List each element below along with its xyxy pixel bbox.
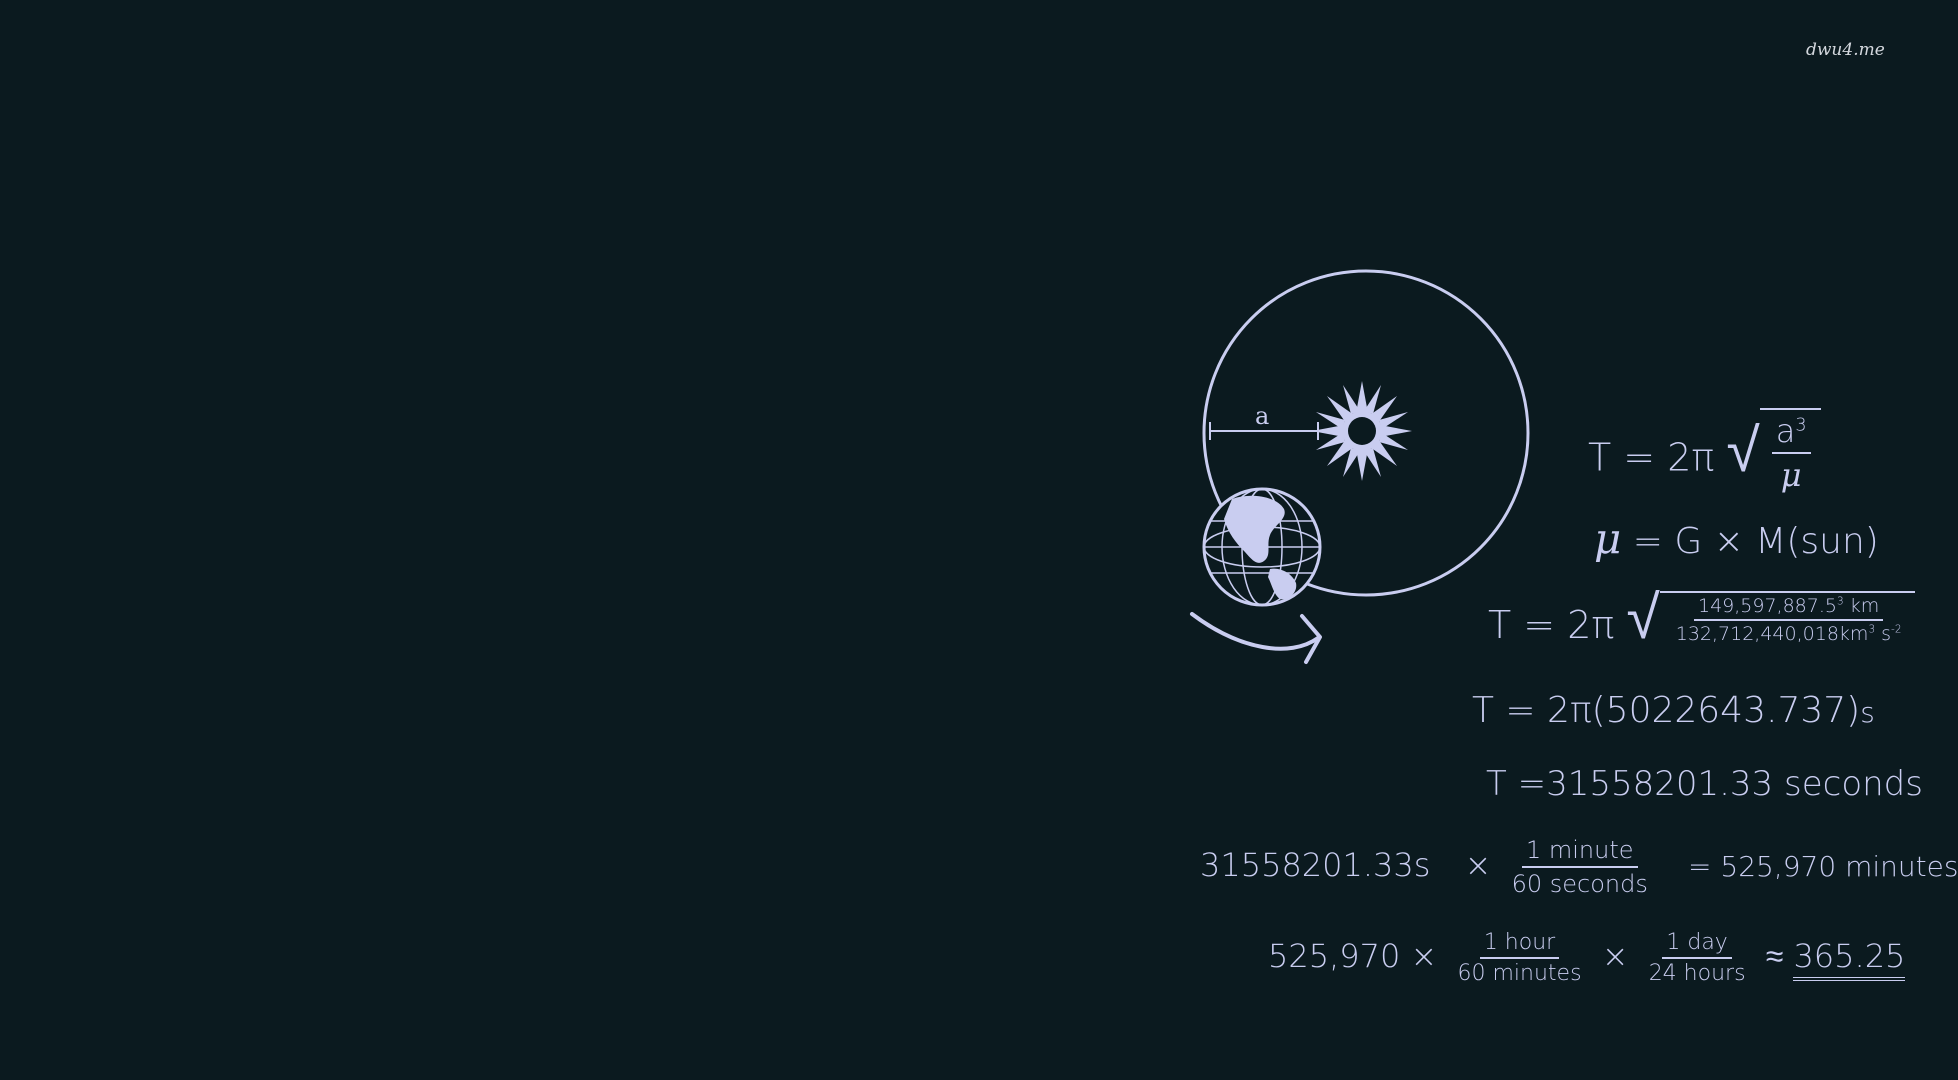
orbit-circle — [1202, 269, 1530, 597]
eq1-lhs: T = 2π — [1588, 435, 1715, 480]
eq6-times: × — [1464, 846, 1492, 884]
eq3-den-unit-exp: -2 — [1891, 624, 1902, 637]
rotation-arrowhead — [1300, 614, 1322, 664]
eq1-numerator: a — [1775, 412, 1796, 450]
eq7-numerator-2: 1 day — [1662, 930, 1732, 959]
eq3-den-exp: 3 — [1868, 624, 1876, 637]
sun-icon — [1312, 381, 1412, 481]
equation-minutes-conversion: 31558201.33s × 1 minute 60 seconds = 525… — [1200, 836, 1958, 898]
eq6-lhs: 31558201.33s — [1200, 846, 1431, 884]
eq2-mu: μ — [1594, 514, 1622, 563]
radius-label: a — [1255, 402, 1269, 430]
eq3-lhs: T = 2π — [1488, 603, 1615, 647]
equation-sqrt-result: T = 2π(5022643.737)s — [1472, 690, 1875, 731]
eq4-text: T = 2π(5022643.737) — [1472, 690, 1861, 731]
eq6-numerator: 1 minute — [1521, 836, 1638, 868]
equation-days-conversion: 525,970 × 1 hour 60 minutes × 1 day 24 h… — [1268, 930, 1906, 986]
eq1-exponent: 3 — [1795, 415, 1807, 436]
watermark-text: dwu4.me — [1806, 40, 1885, 60]
eq7-numerator-1: 1 hour — [1479, 930, 1560, 959]
eq7-denominator-1: 60 minutes — [1457, 961, 1582, 986]
eq2-rest: = G × M(sun) — [1632, 521, 1879, 562]
equation-mu-definition: μ = G × M(sun) — [1594, 514, 1879, 563]
eq3-num-unit: km — [1849, 595, 1880, 618]
eq1-sqrt: √ a3 μ — [1726, 408, 1821, 494]
eq3-numerator: 149,597,887.5 — [1697, 595, 1837, 618]
eq7-lhs: 525,970 × — [1268, 937, 1438, 975]
eq6-denominator: 60 seconds — [1511, 870, 1648, 898]
eq5-text: T =31558201.33 seconds — [1486, 764, 1923, 804]
eq7-approx: ≈ — [1765, 937, 1784, 975]
eq7-denominator-2: 24 hours — [1648, 961, 1746, 986]
equation-period-formula: T = 2π √ a3 μ — [1588, 408, 1821, 494]
eq3-den-unit: s — [1881, 623, 1892, 646]
eq1-denominator: μ — [1780, 456, 1802, 494]
eq3-denominator: 132,712,440,018km — [1675, 623, 1869, 646]
earth-icon — [1202, 487, 1322, 607]
eq7-times: × — [1601, 937, 1629, 975]
equation-substituted: T = 2π √ 149,597,887.53 km 132,712,440,0… — [1488, 588, 1916, 649]
eq3-sqrt: √ 149,597,887.53 km 132,712,440,018km3 s… — [1626, 588, 1916, 649]
eq4-unit: s — [1860, 696, 1875, 729]
equation-seconds-result: T =31558201.33 seconds — [1486, 764, 1923, 804]
eq3-num-exp: 3 — [1837, 596, 1844, 609]
eq7-result: 365.25 — [1793, 937, 1906, 981]
rotation-arrow — [1190, 612, 1320, 651]
eq6-result: = 525,970 minutes — [1688, 850, 1958, 883]
